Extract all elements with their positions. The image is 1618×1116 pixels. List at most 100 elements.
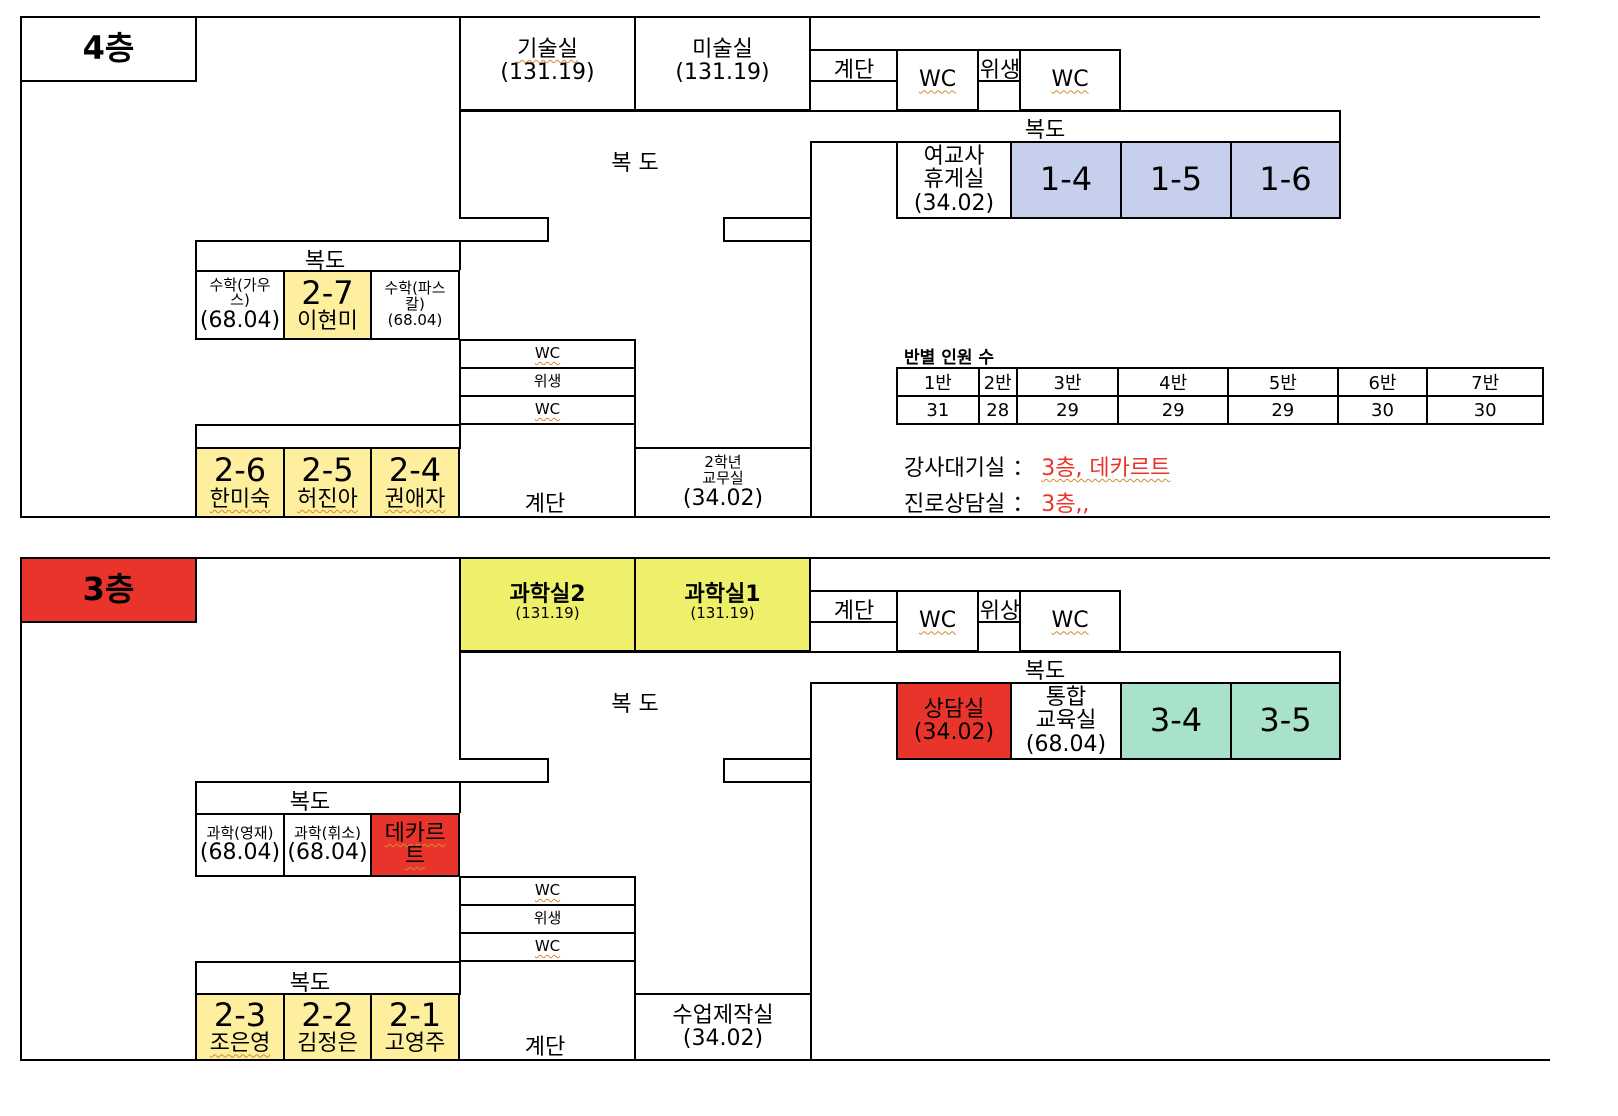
note-label: 강사대기실 ： xyxy=(904,456,1035,481)
table-header-cell: 5반 xyxy=(1227,367,1339,397)
room-line: 트 xyxy=(404,844,426,869)
stairs-label: 계단 xyxy=(524,492,566,517)
wc-label: WC xyxy=(918,608,957,634)
class-number: 3-4 xyxy=(1149,701,1203,740)
room-area: (68.04) xyxy=(1025,731,1107,757)
room-line: 수학(파스 xyxy=(384,279,446,298)
class-number: 2-2 xyxy=(301,995,354,1034)
room-area: (68.04) xyxy=(199,308,281,334)
table-cell: 28 xyxy=(977,395,1018,425)
floor-title-text: 4층 xyxy=(82,29,135,68)
wisaeng-label: 위생 xyxy=(533,909,562,928)
room-gisul: 기술실 (131.19) xyxy=(459,16,636,111)
room-line: 2학년 xyxy=(704,453,742,472)
room-descartes: 데카르 트 xyxy=(370,813,460,877)
room-area: (131.19) xyxy=(500,60,595,86)
class-2-5: 2-5 허진아 xyxy=(283,447,372,518)
class-number: 2-3 xyxy=(213,995,267,1034)
table-header-cell: 2반 xyxy=(977,367,1018,397)
table-header-cell: 1반 xyxy=(896,367,980,397)
room-line: 수학(가우 xyxy=(209,275,271,294)
floor-title: 4층 xyxy=(20,16,197,82)
class-1-4: 1-4 xyxy=(1010,141,1122,219)
table-cell: 29 xyxy=(1015,395,1120,425)
room-area: (34.02) xyxy=(913,720,995,745)
wisaeng-label: 위상 xyxy=(979,599,1021,624)
room-line: 교육실 xyxy=(1035,708,1097,734)
wc-label: WC xyxy=(534,344,561,363)
class-number: 1-5 xyxy=(1149,160,1203,199)
stairs-label: 계단 xyxy=(833,599,875,624)
room-math-pascal: 수학(파스 칼) (68.04) xyxy=(370,270,460,340)
class-2-1: 2-1 고영주 xyxy=(370,993,460,1061)
room-misul: 미술실 (131.19) xyxy=(634,16,811,111)
corridor-label: 복도 xyxy=(304,249,346,274)
table-cell: 29 xyxy=(1227,395,1339,425)
table-row: 31 28 29 29 29 30 30 xyxy=(896,395,1544,425)
wc-room: WC xyxy=(896,49,979,111)
class-number: 2-7 xyxy=(301,273,354,312)
room-line: 교무실 xyxy=(702,468,744,487)
room-area: (131.19) xyxy=(515,604,580,623)
class-2-4: 2-4 권애자 xyxy=(370,447,460,518)
class-3-4: 3-4 xyxy=(1120,682,1232,760)
stairs-label: 계단 xyxy=(833,58,875,83)
wisaeng-room: 위생 xyxy=(459,367,636,397)
room-area: (34.02) xyxy=(682,1026,764,1051)
room-area: (68.04) xyxy=(287,840,368,866)
floor-title-text: 3층 xyxy=(82,570,135,609)
note-value: 3층,, xyxy=(1041,492,1090,517)
room-area: (34.02) xyxy=(913,190,995,216)
wc-label: WC xyxy=(534,937,561,956)
wc-room: WC xyxy=(459,395,636,425)
room-line: 스) xyxy=(230,291,250,310)
room-grade2-office: 2학년 교무실 (34.02) xyxy=(634,447,812,518)
note-career-room: 진로상담실 ： 3층,, xyxy=(904,486,1089,518)
table-cell: 30 xyxy=(1426,395,1544,425)
room-area: (68.04) xyxy=(199,840,281,866)
wc-room: WC xyxy=(1019,49,1121,111)
wc-room: WC xyxy=(459,876,636,906)
room-line: 상담실 xyxy=(923,696,985,722)
class-number: 2-4 xyxy=(388,451,442,490)
class-teacher: 권애자 xyxy=(384,486,446,512)
room-name: 미술실 xyxy=(692,37,753,62)
note-label: 진로상담실 ： xyxy=(904,492,1035,517)
room-counsel: 상담실 (34.02) xyxy=(896,682,1012,760)
room-line: 데카르 xyxy=(384,820,446,846)
class-number: 3-5 xyxy=(1259,701,1312,740)
room-area: (68.04) xyxy=(387,310,443,329)
class-2-2: 2-2 김정은 xyxy=(283,993,372,1061)
wc-room: WC xyxy=(459,932,636,962)
room-line: 여교사 xyxy=(923,144,985,170)
table-header-cell: 3반 xyxy=(1015,367,1120,397)
class-teacher: 허진아 xyxy=(297,486,358,512)
floor-title: 3층 xyxy=(20,557,197,623)
wisaeng-label: 위생 xyxy=(533,372,562,391)
room-line: 휴게실 xyxy=(923,167,985,193)
room-area: (131.19) xyxy=(690,604,755,623)
room-name: 기술실 xyxy=(517,37,578,62)
class-teacher: 고영주 xyxy=(384,1031,446,1057)
class-teacher: 김정은 xyxy=(297,1031,358,1057)
table-cell: 29 xyxy=(1117,395,1229,425)
room-area: (34.02) xyxy=(682,485,764,511)
stairs-label: 계단 xyxy=(524,1035,566,1060)
wc-room: WC xyxy=(459,339,636,369)
room-line: 수업제작실 xyxy=(672,1002,774,1028)
class-2-7: 2-7 이현미 xyxy=(283,270,372,340)
class-2-3: 2-3 조은영 xyxy=(195,993,285,1061)
wc-label: WC xyxy=(534,400,561,419)
table-header-row: 1반 2반 3반 4반 5반 6반 7반 xyxy=(896,367,1544,397)
wc-room: WC xyxy=(896,590,979,652)
class-1-5: 1-5 xyxy=(1120,141,1232,219)
wc-label: WC xyxy=(918,67,957,93)
corridor-label: 복도 xyxy=(1024,118,1066,143)
table-header-cell: 7반 xyxy=(1426,367,1544,397)
class-number: 2-1 xyxy=(388,995,442,1034)
room-line: 과학(휘소) xyxy=(294,823,361,842)
class-teacher: 조은영 xyxy=(209,1031,271,1057)
class-number: 2-5 xyxy=(301,451,354,490)
class-size-table: 1반 2반 3반 4반 5반 6반 7반 31 28 29 29 29 30 3… xyxy=(896,367,1544,425)
wc-room: WC xyxy=(1019,590,1121,652)
